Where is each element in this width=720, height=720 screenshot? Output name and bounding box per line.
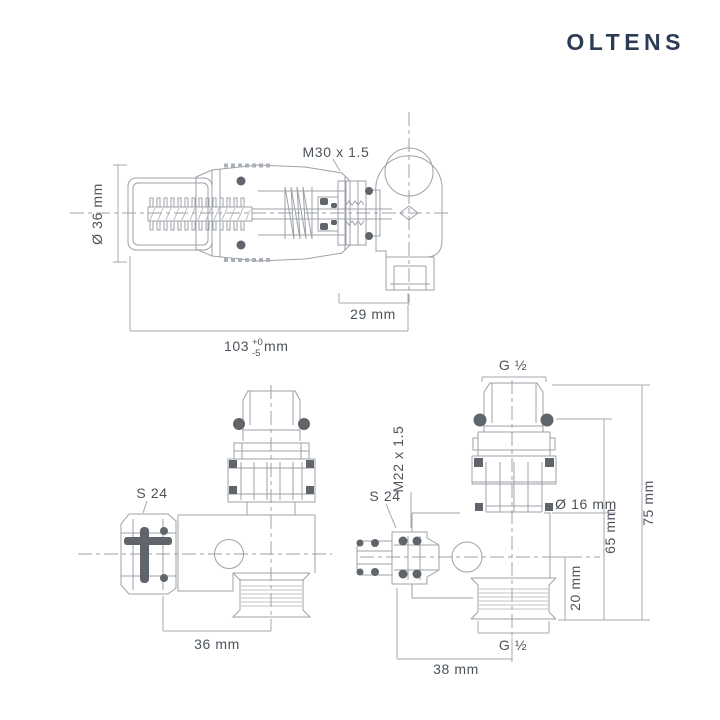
label-depth-36: 36 mm xyxy=(194,636,240,652)
label-s24-side: S 24 xyxy=(136,485,167,501)
label-m22-thread: M22 x 1.5 xyxy=(390,426,406,493)
front-view-drawing: G ½ M22 x 1.5 S 24 Ø 16 mm 20 mm 65 mm 7… xyxy=(356,357,656,677)
front-view-body xyxy=(411,512,557,620)
label-g12-bottom: G ½ xyxy=(499,637,527,653)
side-view-s24-nut xyxy=(120,513,177,595)
front-view-s24-fitting xyxy=(356,531,440,585)
front-view-cartridge xyxy=(471,455,557,513)
brand-logo: OLTENS xyxy=(566,29,685,55)
side-view-drawing: S 24 36 mm xyxy=(78,385,332,652)
side-view-dimensions: S 24 36 mm xyxy=(136,485,272,652)
brand-logo-text: OLTENS xyxy=(566,29,685,55)
label-diameter-36: Ø 36 mm xyxy=(89,183,105,245)
m30-connection xyxy=(337,180,381,246)
top-drawing: M30 x 1.5 Ø 36 mm 29 mm 103 +0 -5 mm xyxy=(70,112,450,359)
label-g12-top: G ½ xyxy=(499,357,527,373)
side-view-centerlines xyxy=(78,385,332,622)
wax-element xyxy=(147,197,253,231)
valve-body xyxy=(375,147,443,291)
label-depth-38: 38 mm xyxy=(433,661,479,677)
top-drawing-dimensions: M30 x 1.5 Ø 36 mm 29 mm 103 +0 -5 mm xyxy=(89,144,409,359)
front-view-dimensions: G ½ M22 x 1.5 S 24 Ø 16 mm 20 mm 65 mm 7… xyxy=(369,357,656,677)
label-width-29: 29 mm xyxy=(350,306,396,322)
label-s24-front: S 24 xyxy=(369,488,400,504)
label-length-103: 103 +0 -5 mm xyxy=(224,332,289,359)
label-height-75: 75 mm xyxy=(640,480,656,526)
side-view-body xyxy=(177,514,316,618)
label-height-20: 20 mm xyxy=(567,565,583,611)
label-diameter-16: Ø 16 mm xyxy=(555,496,617,512)
front-view-tailpipe xyxy=(472,382,556,457)
label-height-65: 65 mm xyxy=(602,508,618,554)
label-m30-thread: M30 x 1.5 xyxy=(303,144,370,160)
